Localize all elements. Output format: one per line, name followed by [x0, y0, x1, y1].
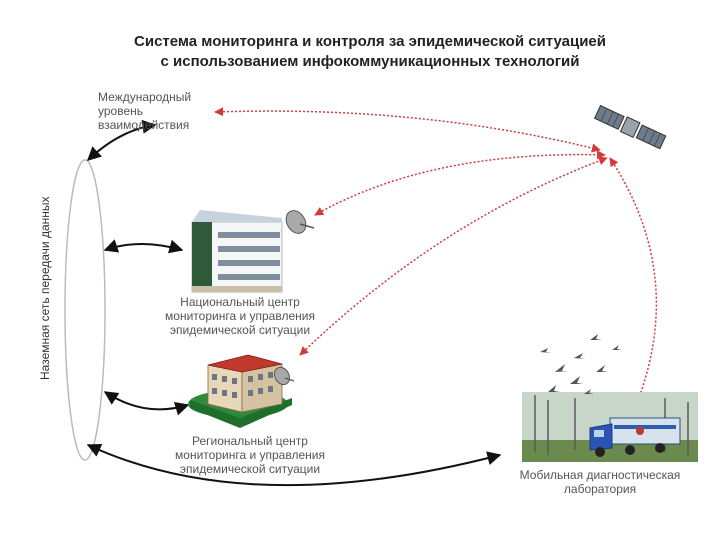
regional-center-label: Региональный центр мониторинга и управле… [155, 434, 345, 476]
sat-link-international [214, 107, 601, 153]
label-line: Региональный центр [192, 434, 308, 448]
label-line: Международный [98, 90, 192, 104]
national-center-label: Национальный центр мониторинга и управле… [140, 295, 340, 337]
label-line: уровень [98, 104, 144, 118]
title-line-1: Система мониторинга и контроля за эпидем… [134, 33, 606, 50]
national-center-building-image [191, 210, 283, 293]
birds-image [540, 334, 622, 394]
sat-link-regional [299, 156, 608, 356]
diagram-title: Система мониторинга и контроля за эпидем… [40, 32, 700, 72]
truck-icon [589, 417, 681, 457]
label-line: эпидемической ситуации [179, 462, 321, 476]
sat-link-national [314, 150, 606, 216]
ground-network-ellipse [64, 159, 106, 461]
ground-link-international [86, 119, 157, 161]
ground-link-regional [103, 391, 190, 416]
label-line: лаборатория [563, 482, 637, 496]
satellite-icon [593, 104, 667, 150]
international-level-label: Международный уровень взаимодействия [98, 90, 191, 132]
ground-link-mobile [86, 443, 502, 487]
regional-center-building-image [188, 354, 292, 428]
label-line: взаимодействия [98, 118, 190, 132]
label-line: мониторинга и управления [165, 309, 315, 323]
label-line: мониторинга и управления [175, 448, 325, 462]
mobile-laboratory-image [522, 392, 698, 462]
title-line-2: с использованием инфокоммуникационных те… [160, 53, 580, 70]
label-line: эпидемической ситуации [169, 323, 311, 337]
satellite-dish-icon [273, 366, 295, 386]
label-line: Национальный центр [180, 295, 300, 309]
mobile-laboratory-label: Мобильная диагностическая лаборатория [500, 468, 700, 496]
sat-link-mobile [609, 157, 658, 416]
label-line: Мобильная диагностическая [519, 468, 681, 482]
ground-link-national [103, 239, 184, 254]
satellite-dish-icon [285, 210, 315, 234]
